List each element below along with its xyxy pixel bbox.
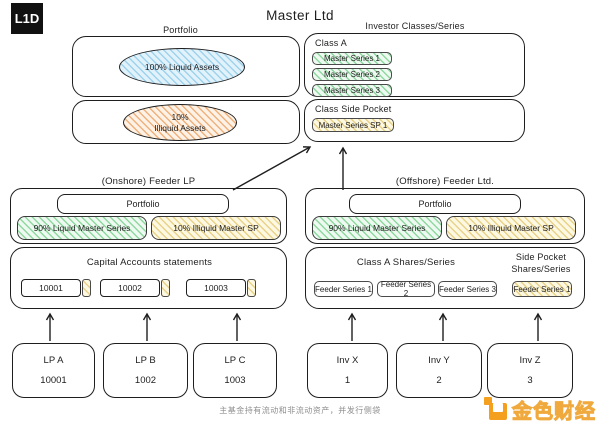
lp-b-box: LP B 1002 — [103, 343, 188, 398]
inv-y-number: 2 — [436, 375, 442, 386]
capital-account-1-value: 10001 — [21, 279, 81, 297]
onshore-portfolio-box: Portfolio — [57, 194, 229, 214]
offshore-liquid-box: 90% Liquid Master Series — [312, 216, 442, 240]
offshore-portfolio-box: Portfolio — [349, 194, 521, 214]
capital-account-2: 10002 — [100, 279, 170, 297]
inv-z-box: Inv Z 3 — [487, 343, 573, 398]
feeder-series-1: Feeder Series 1 — [314, 281, 373, 297]
master-series-3: Master Series 3 — [312, 84, 392, 97]
master-series-1: Master Series 1 — [312, 52, 392, 65]
inv-x-box: Inv X 1 — [307, 343, 388, 398]
capital-account-2-sp-tab — [161, 279, 170, 297]
capital-account-2-value: 10002 — [100, 279, 160, 297]
class-a-box: Class A Master Series 1 Master Series 2 … — [304, 33, 525, 97]
capital-accounts-box: Capital Accounts statements 10001 10002 … — [10, 247, 287, 309]
illiquid-assets-label-line1: 10% — [171, 111, 189, 122]
jinse-logo-icon — [484, 397, 508, 421]
inv-z-number: 3 — [527, 375, 533, 386]
inv-x-name: Inv X — [336, 355, 359, 366]
share-classes-box: Class A Shares/Series Side Pocket Shares… — [305, 247, 585, 309]
feeder-series-3: Feeder Series 3 — [438, 281, 497, 297]
class-a-label: Class A — [315, 38, 347, 48]
capital-account-1: 10001 — [21, 279, 91, 297]
capital-account-3-value: 10003 — [186, 279, 246, 297]
investor-classes-label: Investor Classes/Series — [365, 21, 465, 31]
onshore-feeder-label: (Onshore) Feeder LP — [101, 176, 196, 187]
master-series-sp-1: Master Series SP 1 — [312, 118, 394, 132]
capital-account-3: 10003 — [186, 279, 256, 297]
lp-a-number: 10001 — [40, 375, 67, 386]
onshore-illiquid-box: 10% Illiquid Master SP — [151, 216, 281, 240]
master-illiquid-portfolio-box: 10% Illiquid Assets — [72, 100, 300, 144]
capital-account-1-sp-tab — [82, 279, 91, 297]
inv-y-box: Inv Y 2 — [396, 343, 482, 398]
side-pocket-shares-label: Side Pocket Shares/Series — [511, 252, 571, 274]
class-a-shares-label: Class A Shares/Series — [356, 257, 456, 268]
inv-z-name: Inv Z — [519, 355, 541, 366]
liquid-assets-label: 100% Liquid Assets — [144, 61, 220, 72]
offshore-feeder-label: (Offshore) Feeder Ltd. — [395, 176, 495, 187]
feeder-series-2: Feeder Series 2 — [377, 280, 435, 298]
illiquid-assets-ellipse: 10% Illiquid Assets — [123, 104, 237, 141]
side-pocket-feeder-series-1: Feeder Series 1 — [512, 281, 572, 297]
jinse-watermark: 金色财经 — [482, 393, 597, 423]
jinse-logo-text: 金色财经 — [512, 401, 596, 423]
capital-accounts-label: Capital Accounts statements — [86, 257, 213, 268]
liquid-assets-ellipse: 100% Liquid Assets — [119, 48, 245, 86]
inv-y-name: Inv Y — [428, 355, 450, 366]
onshore-feeder-box: Portfolio 90% Liquid Master Series 10% I… — [10, 188, 287, 244]
capital-account-3-sp-tab — [247, 279, 256, 297]
footer-caption: 主基金持有流动和非流动资产，并发行侧袋 — [219, 406, 381, 415]
lp-c-name: LP C — [224, 355, 246, 366]
lp-c-number: 1003 — [224, 375, 246, 386]
class-side-pocket-label: Class Side Pocket — [315, 104, 392, 114]
lp-b-name: LP B — [135, 355, 156, 366]
offshore-illiquid-box: 10% Illiquid Master SP — [446, 216, 576, 240]
inv-x-number: 1 — [344, 375, 351, 386]
onshore-liquid-box: 90% Liquid Master Series — [17, 216, 147, 240]
lp-a-name: LP A — [43, 355, 64, 366]
master-liquid-portfolio-box: 100% Liquid Assets — [72, 36, 300, 97]
diagram-title: Master Ltd — [266, 8, 334, 23]
class-side-pocket-box: Class Side Pocket Master Series SP 1 — [304, 99, 525, 142]
master-series-2: Master Series 2 — [312, 68, 392, 81]
illiquid-assets-label-line2: Illiquid Assets — [154, 122, 206, 133]
lp-b-number: 1002 — [134, 375, 157, 386]
lp-c-box: LP C 1003 — [193, 343, 277, 398]
l1d-logo: L1D — [11, 3, 43, 34]
offshore-feeder-box: Portfolio 90% Liquid Master Series 10% I… — [305, 188, 585, 244]
master-portfolio-label: Portfolio — [163, 25, 198, 35]
lp-a-box: LP A 10001 — [12, 343, 95, 398]
